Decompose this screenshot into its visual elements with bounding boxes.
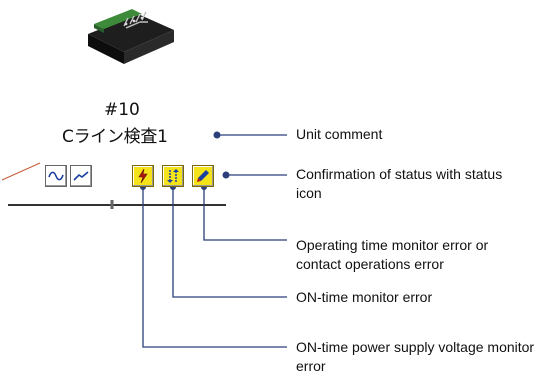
pencil-icon[interactable] [192, 165, 214, 187]
dotted-arrows-icon[interactable] [162, 165, 184, 187]
connection-line [1, 162, 41, 181]
callout-confirmation: Confirmation of status with status icon [296, 166, 503, 201]
leader-operating [203, 187, 287, 241]
leader-voltage [142, 187, 287, 348]
network-unit-icon [88, 9, 174, 64]
unit-comment[interactable]: Cライン検査1 [62, 127, 168, 147]
callout-operating-time: Operating time monitor error or contact … [296, 237, 489, 272]
callout-unit-comment: Unit comment [296, 126, 383, 142]
leader-ontime [172, 187, 287, 298]
lightning-icon[interactable] [132, 165, 154, 187]
callout-voltage: ON-time power supply voltage monitor err… [296, 339, 535, 374]
sine-wave-icon[interactable] [45, 165, 67, 187]
callout-on-time: ON-time monitor error [296, 289, 433, 305]
trend-graph-icon[interactable] [70, 165, 92, 187]
unit-number: #10 [104, 100, 140, 120]
